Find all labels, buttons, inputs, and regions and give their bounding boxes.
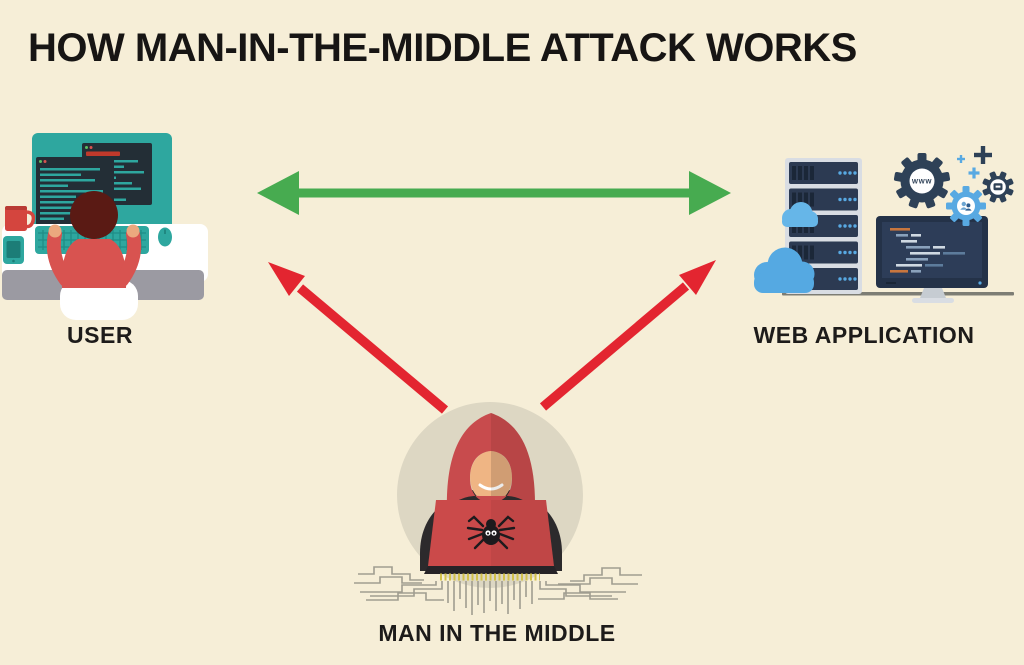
- mug-icon: [5, 206, 36, 231]
- gear-users-icon: [946, 186, 986, 226]
- gear-www-icon: WWW: [893, 153, 951, 209]
- gear-www-text: WWW: [912, 178, 932, 185]
- arrow-mitm-webapp: [539, 260, 716, 411]
- web-application-label: WEB APPLICATION: [753, 322, 975, 348]
- hacker-face: [470, 451, 512, 503]
- code-monitor-icon: [876, 216, 988, 303]
- user-illustration: [2, 133, 208, 320]
- chair: [60, 280, 138, 320]
- cloud-large-icon: [754, 247, 815, 293]
- arrow-mitm-user: [268, 262, 449, 414]
- man-in-the-middle-illustration: [354, 402, 642, 615]
- code-lines: [890, 228, 965, 273]
- cloud-small-icon: [782, 202, 818, 227]
- person-head: [70, 191, 118, 239]
- server-rack-icon: [785, 158, 862, 294]
- laptop-icon: [424, 500, 558, 581]
- user-label: USER: [67, 322, 133, 348]
- person-figure: [46, 191, 142, 288]
- plus-decorations: [957, 146, 992, 179]
- man-in-the-middle-label: MAN IN THE MIDDLE: [378, 620, 616, 646]
- red-hood: [446, 413, 536, 509]
- arrow-user-webapp: [257, 171, 731, 215]
- smartphone-icon: [3, 236, 24, 264]
- mouse-icon: [158, 227, 172, 247]
- smile: [478, 483, 504, 491]
- gear-device-icon: [982, 171, 1014, 203]
- spider-icon: [466, 515, 516, 550]
- page-title: HOW MAN-IN-THE-MIDDLE ATTACK WORKS: [28, 26, 857, 70]
- circuit-traces: [354, 566, 642, 615]
- web-application-illustration: WWW: [754, 146, 1014, 303]
